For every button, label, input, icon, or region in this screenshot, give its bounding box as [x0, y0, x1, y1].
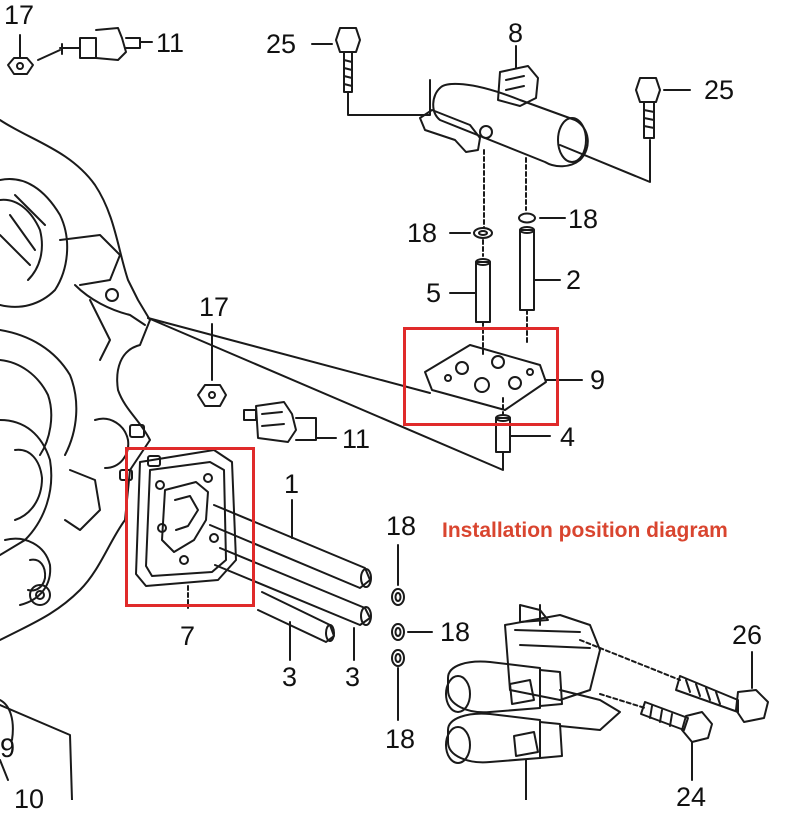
sealing-washer-17-mid: [197, 323, 227, 407]
callout-25-right: 25: [704, 75, 735, 105]
sealing-washer-17-top: [7, 34, 34, 75]
transmission-housing: [0, 119, 161, 801]
callout-3-left: 3: [282, 662, 298, 692]
callout-18-top-right: 18: [568, 204, 599, 234]
sensor-11-top: [37, 27, 153, 61]
highlight-box-cover-plate-7: [125, 447, 255, 607]
callout-18-bottom-top: 18: [386, 511, 417, 541]
o-ring-18-top-left: [449, 227, 493, 239]
callout-9-bottom-left: 9: [0, 733, 16, 763]
callout-5: 5: [426, 278, 442, 308]
dowel-pin-4: [147, 317, 551, 471]
diagram-caption: Installation position diagram: [442, 519, 728, 542]
callout-17-top: 17: [4, 0, 35, 30]
callout-2: 2: [566, 265, 582, 295]
callout-1: 1: [284, 469, 300, 499]
callout-4: 4: [560, 422, 576, 452]
callout-17-mid: 17: [199, 292, 230, 322]
callout-24: 24: [676, 782, 707, 812]
o-ring-18-bottom-b: [391, 623, 433, 641]
bolt-25-right: [559, 77, 691, 183]
o-ring-18-bottom-a: [391, 544, 405, 606]
callout-18-top-left: 18: [407, 218, 438, 248]
gasket-9: [424, 344, 583, 411]
bolt-24: [599, 693, 713, 781]
callout-3-right: 3: [345, 662, 361, 692]
solenoid-valve-8: [419, 45, 589, 229]
bolt-26: [579, 639, 769, 723]
callout-7: 7: [180, 621, 196, 651]
bolt-25-left: [311, 27, 431, 116]
highlight-box-gasket-9: [403, 327, 559, 426]
callout-11-top: 11: [156, 28, 185, 58]
callout-18-bottom-low: 18: [385, 724, 416, 754]
callout-18-bottom-mid: 18: [440, 617, 471, 647]
sensor-11-mid: [243, 401, 337, 443]
callout-25-left: 25: [266, 29, 297, 59]
callout-26: 26: [732, 620, 763, 650]
linear-solenoid-assembly: [445, 604, 621, 801]
shaft-1: [209, 499, 372, 626]
callout-8: 8: [508, 18, 524, 48]
callout-11-mid: 11: [342, 424, 371, 454]
shaft-3-left: [257, 591, 335, 661]
callout-9: 9: [590, 365, 606, 395]
o-ring-18-top-right: [518, 212, 566, 224]
o-ring-18-bottom-c: [391, 649, 405, 721]
dowel-pin-5: [449, 239, 491, 356]
